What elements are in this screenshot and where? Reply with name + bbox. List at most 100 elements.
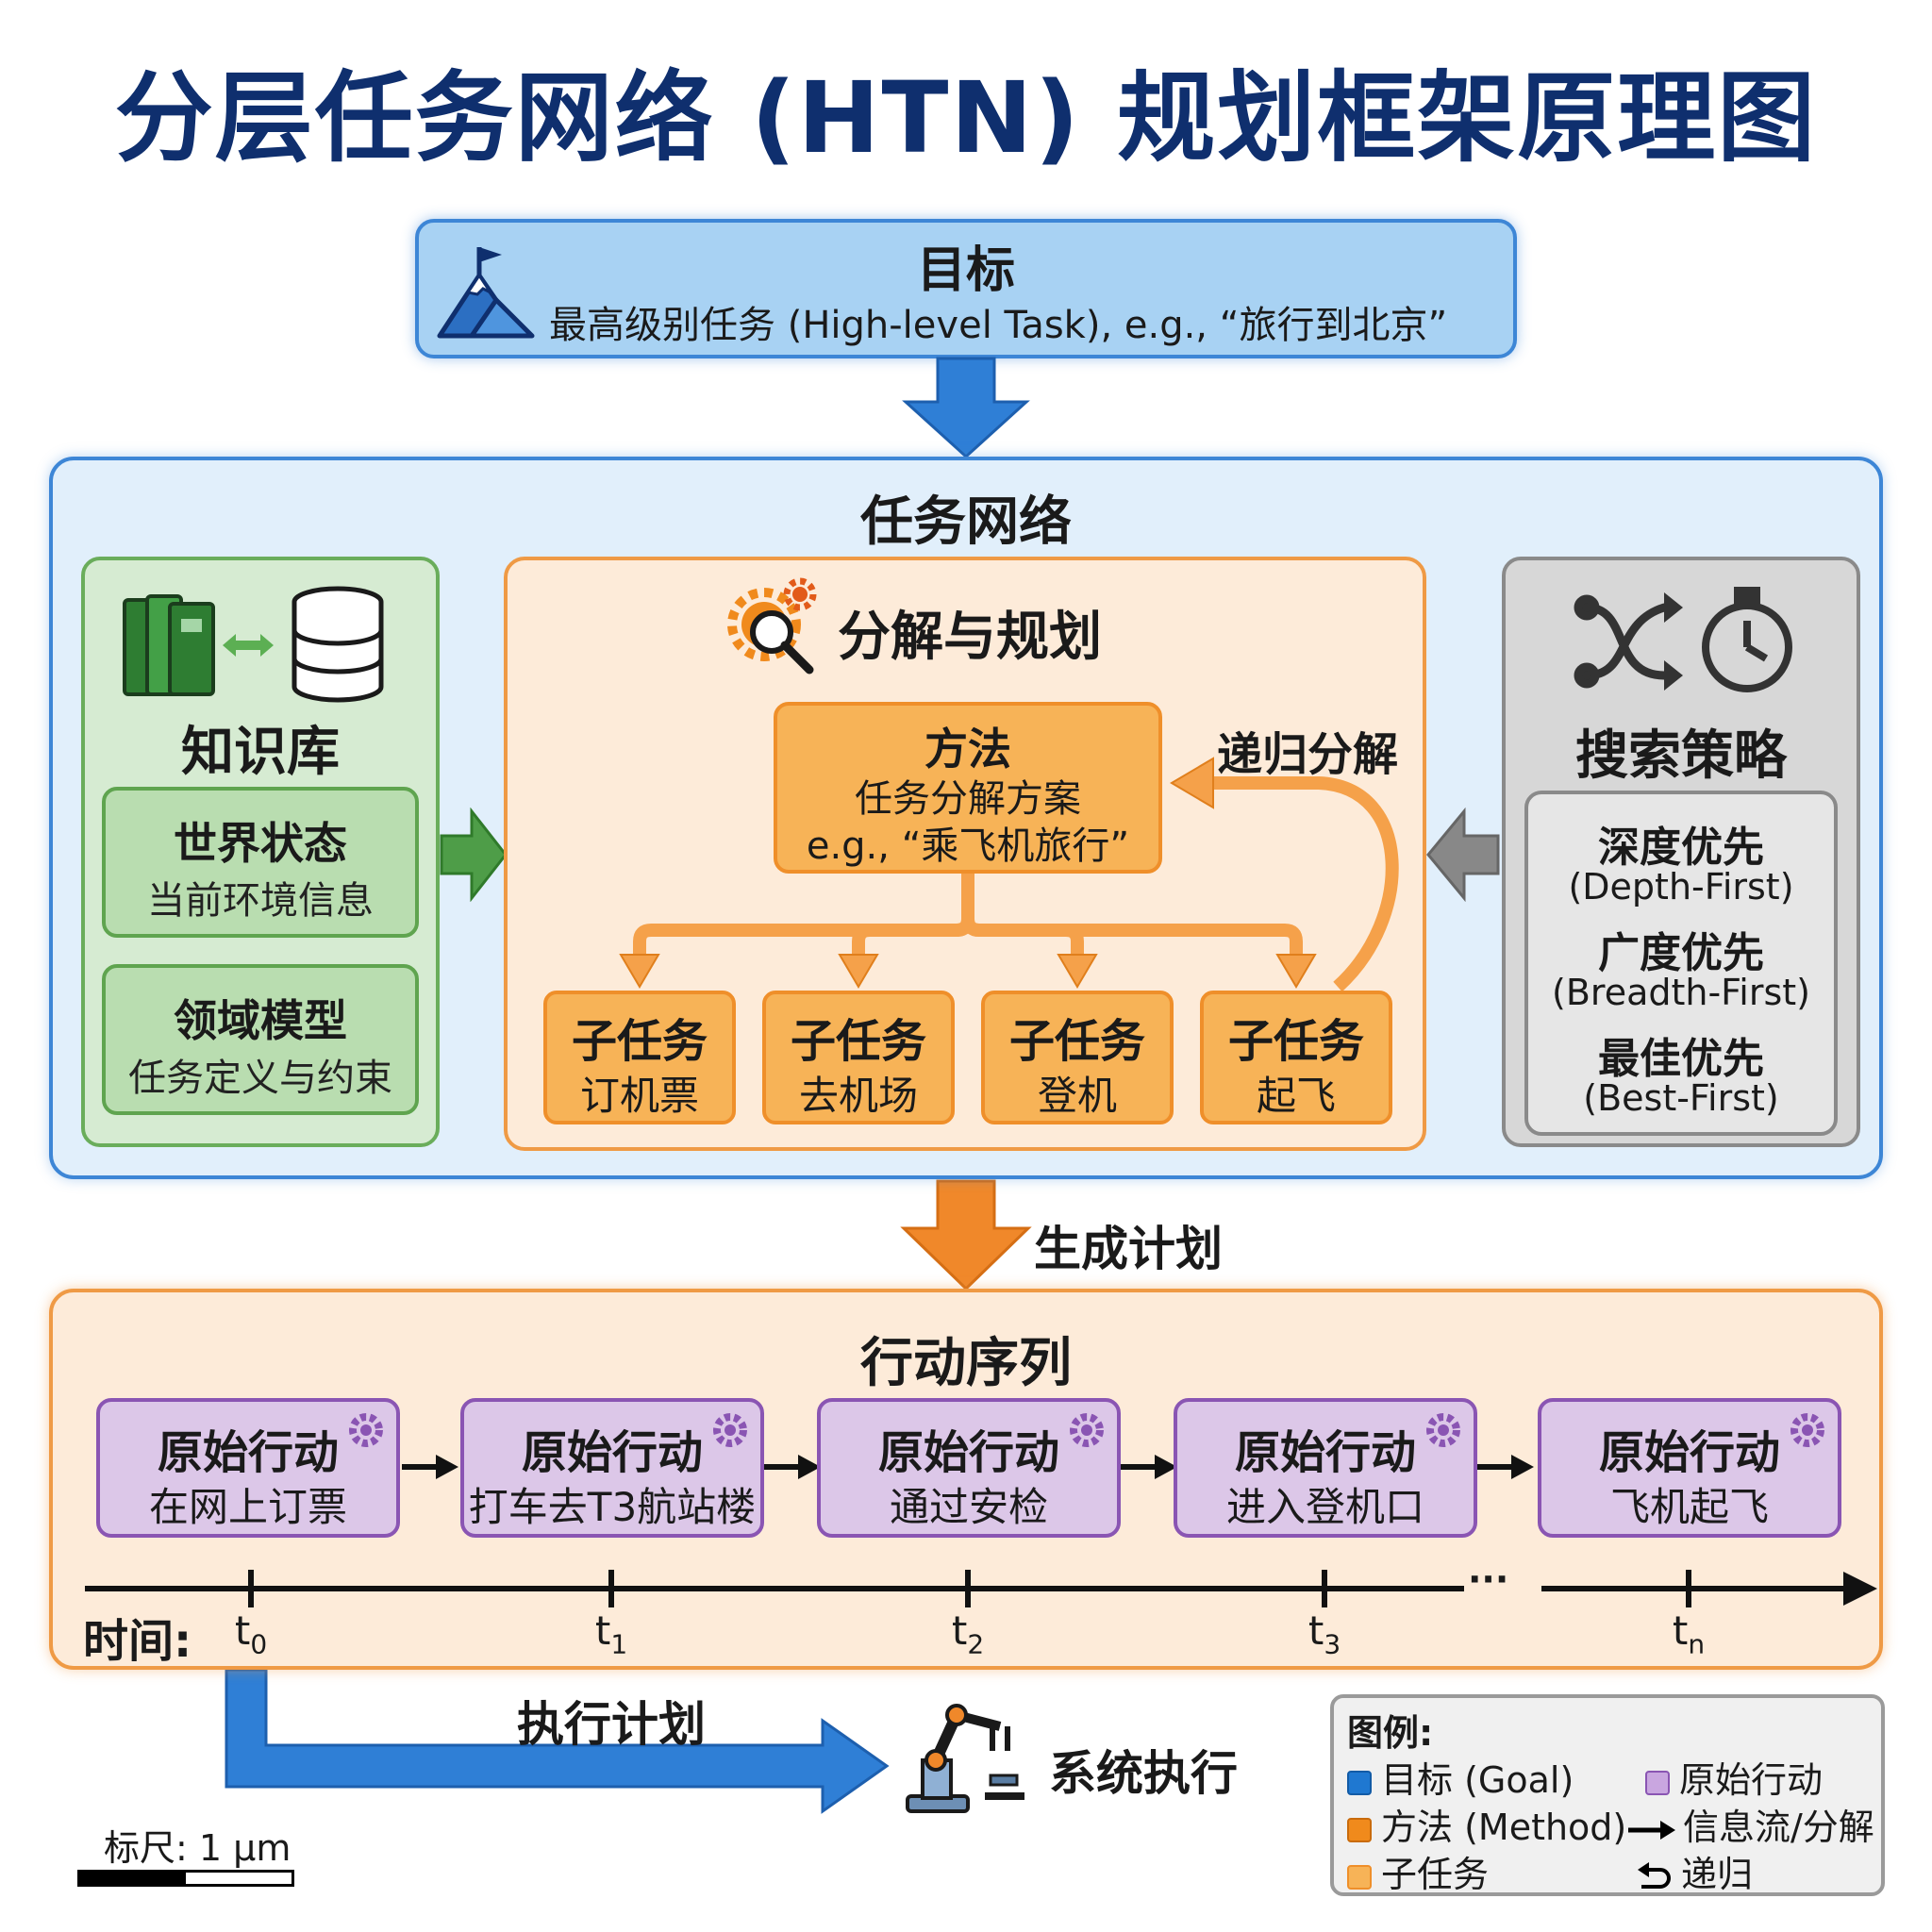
gear-icon: [349, 1413, 383, 1447]
primitive-action-box: 原始行动 进入登机口: [1174, 1398, 1477, 1538]
gear-magnifier-icon: [727, 577, 817, 675]
legend-swatch-goal: [1347, 1771, 1372, 1795]
gear-icon: [1426, 1413, 1460, 1447]
search-to-planner-arrow: [1426, 808, 1500, 902]
stopwatch-icon: [1702, 587, 1792, 692]
books-icon: [123, 594, 215, 696]
timeline-axis: [85, 1570, 1845, 1607]
scale-bar: [77, 1870, 294, 1887]
knowledge-base-panel: 知识库 世界状态 当前环境信息 领域模型 任务定义与约束: [81, 557, 440, 1147]
task-network-title: 任务网络: [860, 491, 1072, 553]
legend-item-method: 方法 (Method): [1347, 1798, 1626, 1850]
world-state-box: 世界状态 当前环境信息: [102, 787, 419, 938]
world-state-title: 世界状态: [174, 818, 347, 869]
execute-plan-label: 执行计划: [517, 1697, 706, 1752]
arrow-right-icon: [1628, 1821, 1675, 1840]
world-state-desc: 当前环境信息: [147, 879, 374, 923]
subtask-box: 子任务 订机票: [543, 991, 736, 1124]
legend-swatch-primitive: [1645, 1771, 1670, 1795]
subtask-box: 子任务 起飞: [1200, 991, 1392, 1124]
database-icon: [291, 586, 384, 703]
primitive-action-title: 原始行动: [521, 1426, 703, 1479]
legend-item-goal: 目标 (Goal): [1347, 1751, 1574, 1803]
legend: 图例: 目标 (Goal) 原始行动 方法 (Method) 信息流/分解 子任…: [1330, 1694, 1885, 1896]
page-title: 分层任务网络 (HTN) 规划框架原理图: [114, 60, 1818, 175]
subtask-desc: 登机: [1037, 1073, 1117, 1119]
action-sequence-title: 行动序列: [860, 1333, 1072, 1394]
primitive-action-box: 原始行动 在网上订票: [96, 1398, 400, 1538]
subtask-box: 子任务 登机: [981, 991, 1174, 1124]
generate-plan-label: 生成计划: [1034, 1222, 1223, 1276]
gear-icon: [1070, 1413, 1104, 1447]
domain-model-title: 领域模型: [174, 995, 347, 1046]
strategy-depth-first-en: (Depth-First): [1568, 866, 1794, 908]
time-tick-label: t2: [951, 1607, 985, 1660]
strategy-breadth-first-en: (Breadth-First): [1552, 972, 1810, 1013]
goal-box: 目标 最高级别任务 (High-level Task), e.g., “旅行到北…: [415, 219, 1517, 358]
primitive-action-desc: 飞机起飞: [1609, 1484, 1769, 1530]
strategy-best-first: 最佳优先: [1598, 1035, 1764, 1083]
subtask-title: 子任务: [790, 1015, 926, 1068]
primitive-action-box: 原始行动 通过安检: [817, 1398, 1121, 1538]
time-tick-label: t0: [234, 1607, 268, 1660]
strategy-best-first-en: (Best-First): [1583, 1077, 1779, 1119]
return-arrow-icon: [1638, 1862, 1671, 1889]
primitive-action-box: 原始行动 飞机起飞: [1538, 1398, 1841, 1538]
primitive-action-desc: 打车去T3航站楼: [468, 1484, 757, 1530]
goal-title: 目标: [916, 242, 1015, 299]
sync-arrow-icon: [223, 634, 274, 657]
subtask-desc: 订机票: [579, 1073, 699, 1119]
legend-item-flow: 信息流/分解: [1626, 1798, 1874, 1850]
goal-to-network-arrow: [902, 357, 1030, 459]
domain-model-desc: 任务定义与约束: [128, 1057, 392, 1100]
gear-icon: [713, 1413, 747, 1447]
time-tick-label: tn: [1672, 1607, 1706, 1660]
action-sequence-panel: 行动序列 ··· 原始行动 在网上订票 原始行动 打车去T3航站楼 原始行动: [49, 1289, 1883, 1670]
primitive-action-title: 原始行动: [1598, 1426, 1780, 1479]
method-box: 方法 任务分解方案 e.g., “乘飞机旅行”: [774, 702, 1162, 874]
primitive-action-desc: 在网上订票: [148, 1484, 347, 1530]
legend-title: 图例:: [1347, 1712, 1434, 1754]
search-strategy-panel: 搜索策略 深度优先 (Depth-First) 广度优先 (Breadth-Fi…: [1502, 557, 1860, 1147]
timeline-ellipsis: ···: [1468, 1558, 1509, 1600]
kb-to-planner-arrow: [440, 808, 508, 902]
primitive-action-title: 原始行动: [157, 1426, 339, 1479]
primitive-action-title: 原始行动: [877, 1426, 1059, 1479]
time-axis-label: 时间:: [83, 1615, 192, 1668]
primitive-action-desc: 进入登机口: [1225, 1484, 1424, 1530]
knowledge-base-title: 知识库: [181, 722, 340, 783]
subtask-desc: 起飞: [1256, 1073, 1336, 1119]
knowledge-icons: [123, 586, 384, 703]
domain-model-box: 领域模型 任务定义与约束: [102, 964, 419, 1115]
primitive-action-title: 原始行动: [1234, 1426, 1416, 1479]
goal-description: 最高级别任务 (High-level Task), e.g., “旅行到北京”: [549, 304, 1448, 347]
strategy-breadth-first: 广度优先: [1598, 929, 1764, 977]
subtask-desc: 去机场: [798, 1073, 918, 1119]
decomposition-panel: 分解与规划 方法 任务分解方案 e.g., “乘飞机旅行”: [504, 557, 1426, 1151]
primitive-action-desc: 通过安检: [889, 1484, 1048, 1530]
legend-swatch-method: [1347, 1818, 1372, 1842]
subtask-title: 子任务: [571, 1015, 708, 1068]
strategy-depth-first: 深度优先: [1598, 824, 1764, 872]
mountain-flag-icon: [437, 247, 535, 339]
method-desc: 任务分解方案: [855, 777, 1081, 821]
subtask-box: 子任务 去机场: [762, 991, 955, 1124]
time-tick-label: t3: [1307, 1607, 1341, 1660]
strategy-list: 深度优先 (Depth-First) 广度优先 (Breadth-First) …: [1524, 791, 1838, 1136]
legend-item-recursion: 递归: [1636, 1845, 1753, 1897]
legend-item-primitive: 原始行动: [1645, 1751, 1823, 1803]
decomposition-title: 分解与规划: [838, 607, 1102, 668]
method-example: e.g., “乘飞机旅行”: [806, 824, 1130, 868]
primitive-action-box: 原始行动 打车去T3航站楼: [460, 1398, 764, 1538]
subtask-title: 子任务: [1008, 1015, 1145, 1068]
generate-plan-arrow: [900, 1179, 1032, 1291]
legend-swatch-subtask: [1347, 1865, 1372, 1890]
subtask-title: 子任务: [1227, 1015, 1364, 1068]
branching-path-icon: [1574, 594, 1669, 689]
search-icons: [1574, 587, 1792, 692]
search-strategy-title: 搜索策略: [1575, 725, 1787, 787]
legend-item-subtask: 子任务: [1347, 1845, 1489, 1897]
recursion-label: 递归分解: [1217, 728, 1399, 781]
time-tick-label: t1: [594, 1607, 628, 1660]
robot-arm-icon: [906, 1704, 1024, 1813]
